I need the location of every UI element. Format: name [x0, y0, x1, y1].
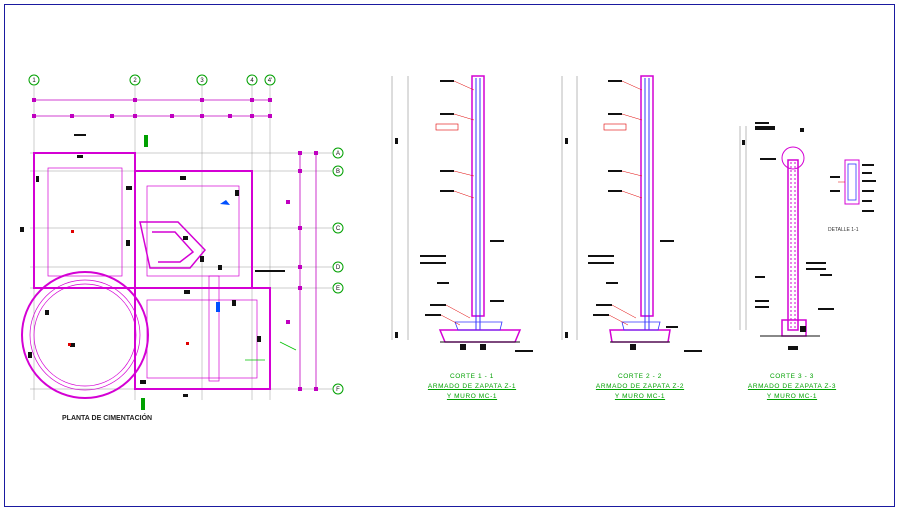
section-2-title: ARMADO DE ZAPATA Z-2	[595, 383, 685, 390]
grid-label-B: B	[336, 169, 340, 175]
grid-label-4: 4	[250, 78, 254, 84]
section-3-subtitle: Y MURO MC-1	[766, 393, 818, 400]
grid-label-3: 3	[200, 78, 204, 84]
dimension-lines-right	[299, 153, 317, 389]
dimension-ticks-top	[32, 98, 272, 118]
section-3-title: ARMADO DE ZAPATA Z-3	[747, 383, 837, 390]
section-1-drawing	[391, 75, 533, 352]
detail-title: DETALLE 1-1	[828, 227, 859, 233]
grid-bubbles-columns	[28, 74, 276, 86]
grid-bubbles-rows	[332, 147, 344, 395]
grid-label-A: A	[336, 151, 340, 157]
grid-label-E: E	[336, 286, 340, 292]
grid-label-F: F	[336, 387, 340, 393]
annotation-marks	[68, 135, 297, 410]
sheet-border	[4, 4, 895, 507]
grid-label-D: D	[336, 265, 341, 271]
grid-label-4p: 4'	[268, 78, 272, 84]
inner-outlines	[29, 167, 258, 391]
section-2-drawing	[561, 75, 702, 352]
grid-label-1: 1	[32, 78, 36, 84]
section-1-subtitle: Y MURO MC-1	[446, 393, 498, 400]
grid-label-2: 2	[133, 78, 137, 84]
section-3-drawing	[739, 122, 876, 350]
footing-outlines	[21, 152, 271, 399]
section-2-cut-label: CORTE 2 - 2	[617, 373, 663, 380]
section-2-subtitle: Y MURO MC-1	[614, 393, 666, 400]
column-marks	[20, 134, 285, 397]
section-1-title: ARMADO DE ZAPATA Z-1	[427, 383, 517, 390]
ramp-outline	[139, 221, 207, 269]
grid-label-C: C	[336, 226, 341, 232]
section-3-cut-label: CORTE 3 - 3	[769, 373, 815, 380]
section-1-cut-label: CORTE 1 - 1	[449, 373, 495, 380]
plan-title: PLANTA DE CIMENTACIÓN	[62, 415, 153, 422]
dimension-ticks-right	[286, 151, 318, 391]
